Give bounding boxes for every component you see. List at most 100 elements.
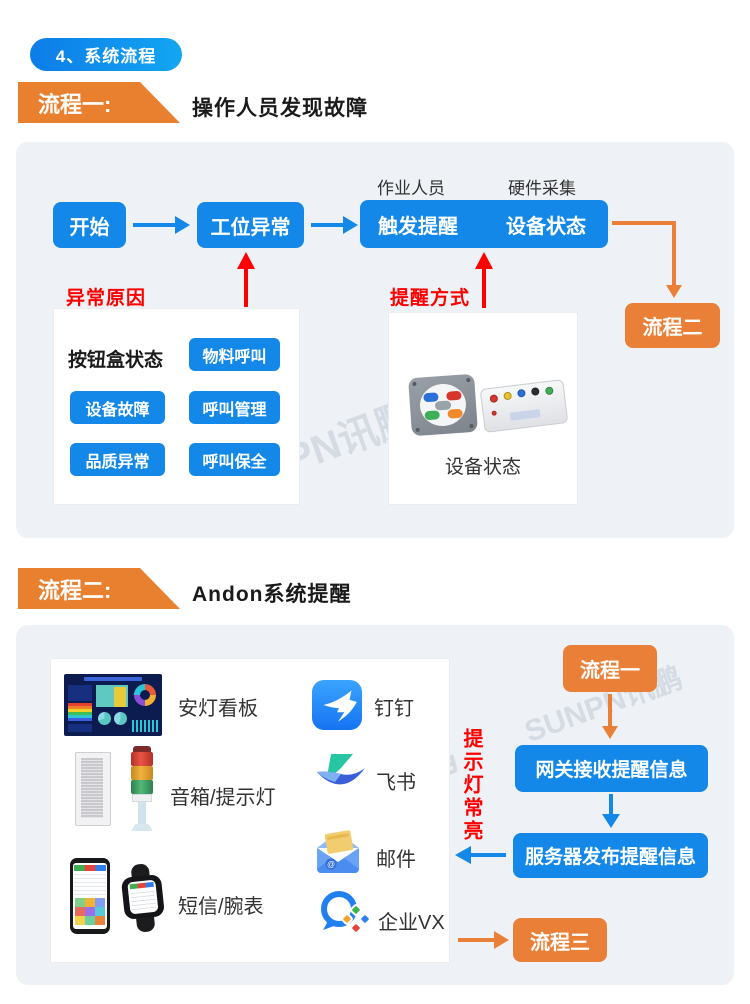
arrow-line bbox=[470, 853, 506, 857]
tower-pole bbox=[138, 802, 146, 824]
app-dingtalk-label: 钉钉 bbox=[374, 698, 414, 720]
app-feishu-label: 飞书 bbox=[376, 772, 416, 794]
speaker-mesh bbox=[81, 758, 103, 818]
chip-call-security: 呼叫保全 bbox=[189, 443, 280, 476]
flow1-banner: 流程一: bbox=[18, 82, 180, 123]
arrow-line bbox=[612, 221, 676, 225]
dash-bars bbox=[132, 712, 158, 732]
terminal-label-area bbox=[509, 409, 541, 421]
device-face bbox=[418, 382, 468, 428]
light-always-on-note: 提示灯常亮 bbox=[460, 728, 482, 843]
amber-segment bbox=[131, 766, 153, 780]
orange-button bbox=[447, 408, 463, 419]
hardware-label: 硬件采集 bbox=[508, 179, 576, 198]
wechat-work-bubble bbox=[321, 891, 371, 934]
arrow-line bbox=[482, 268, 486, 308]
flow2-link-node: 流程二 bbox=[625, 303, 720, 348]
dash-area-yellow bbox=[114, 687, 126, 707]
red-dot bbox=[489, 394, 499, 404]
app-mail-label: 邮件 bbox=[376, 849, 416, 871]
blue-dot bbox=[516, 388, 526, 398]
arrow-line bbox=[311, 223, 343, 227]
arrow-line bbox=[672, 221, 676, 285]
mail-envelope: @ bbox=[317, 830, 359, 873]
trigger-label: 触发提醒 bbox=[378, 215, 458, 238]
tower-cap bbox=[133, 746, 151, 752]
arrow-head bbox=[666, 285, 682, 298]
led-dot bbox=[491, 410, 497, 416]
section-badge: 4、系统流程 bbox=[30, 38, 182, 71]
yellow-dot bbox=[503, 391, 513, 401]
dash-pie bbox=[114, 712, 127, 725]
dingtalk-wing bbox=[323, 690, 357, 722]
station-abnormal-node: 工位异常 bbox=[197, 202, 304, 248]
dash-header bbox=[84, 677, 142, 681]
andon-dashboard-image bbox=[64, 674, 162, 736]
dash-rainbow-rows bbox=[68, 703, 92, 721]
screw bbox=[415, 427, 420, 432]
arrow-line bbox=[609, 794, 613, 816]
dash-table2 bbox=[68, 724, 92, 732]
abnormal-reason-note: 异常原因 bbox=[66, 288, 147, 309]
red-button bbox=[446, 390, 462, 401]
chip-call-management: 呼叫管理 bbox=[189, 391, 280, 424]
dash-table bbox=[68, 685, 92, 701]
channel-andon-board-label: 安灯看板 bbox=[178, 698, 258, 720]
flow3-link-node: 流程三 bbox=[513, 918, 607, 962]
arrow-line bbox=[458, 938, 494, 942]
server-node: 服务器发布提醒信息 bbox=[513, 833, 708, 878]
phone-mosaic bbox=[75, 898, 85, 907]
arrow-head bbox=[343, 216, 358, 234]
phone-header-strip bbox=[74, 865, 106, 871]
device-box-caption: 设备状态 bbox=[444, 457, 521, 478]
device-status-label: 设备状态 bbox=[506, 215, 586, 238]
chip-material-call: 物料呼叫 bbox=[189, 338, 280, 371]
watch-lines bbox=[130, 889, 157, 911]
feishu-icon bbox=[315, 752, 369, 798]
flow2-banner: 流程二: bbox=[18, 568, 180, 609]
flow2-title: Andon系统提醒 bbox=[192, 583, 352, 606]
watch-image bbox=[113, 861, 174, 934]
chip-device-fault: 设备故障 bbox=[70, 391, 165, 424]
red-segment bbox=[131, 752, 153, 766]
tower-base bbox=[131, 824, 153, 831]
wechat-work-icon bbox=[316, 888, 372, 938]
dash-donut bbox=[134, 684, 156, 706]
screw bbox=[466, 378, 471, 383]
green-button bbox=[424, 410, 440, 421]
at-symbol: @ bbox=[327, 860, 335, 869]
button-box-device-image bbox=[408, 373, 478, 437]
channel-sms-watch-label: 短信/腕表 bbox=[178, 896, 264, 918]
chip-quality-abnormal: 品质异常 bbox=[70, 443, 165, 476]
arrow-line bbox=[244, 268, 248, 307]
trigger-devicestatus-node: 触发提醒 设备状态 bbox=[360, 200, 608, 248]
green-segment bbox=[131, 780, 153, 794]
arrow-head bbox=[237, 252, 255, 269]
arrow-head bbox=[455, 846, 471, 864]
screw bbox=[469, 423, 474, 429]
phone-image bbox=[70, 858, 110, 934]
dash-pie bbox=[98, 712, 111, 725]
channel-speaker-light-label: 音箱/提示灯 bbox=[170, 787, 276, 809]
app-wechat-work-label: 企业VX bbox=[378, 912, 445, 934]
watch-strip bbox=[129, 881, 154, 890]
flow1-title: 操作人员发现故障 bbox=[192, 97, 368, 120]
operator-label: 作业人员 bbox=[377, 179, 445, 198]
arrow-line bbox=[608, 694, 612, 728]
arrow-head bbox=[602, 814, 620, 828]
remind-method-note: 提醒方式 bbox=[390, 288, 471, 309]
tower-body bbox=[132, 794, 152, 802]
phone-screen bbox=[73, 863, 107, 929]
gateway-node: 网关接收提醒信息 bbox=[515, 745, 708, 792]
green-dot bbox=[544, 386, 554, 396]
arrow-head bbox=[475, 252, 493, 269]
tower-light-image bbox=[130, 746, 154, 832]
watch-screen bbox=[127, 879, 159, 915]
screw bbox=[412, 381, 417, 387]
mail-icon: @ bbox=[310, 828, 366, 876]
dingtalk-icon bbox=[312, 680, 362, 730]
flow1-link-node: 流程一 bbox=[563, 645, 657, 692]
feishu-bird bbox=[317, 754, 365, 785]
phone-grid bbox=[74, 873, 106, 895]
